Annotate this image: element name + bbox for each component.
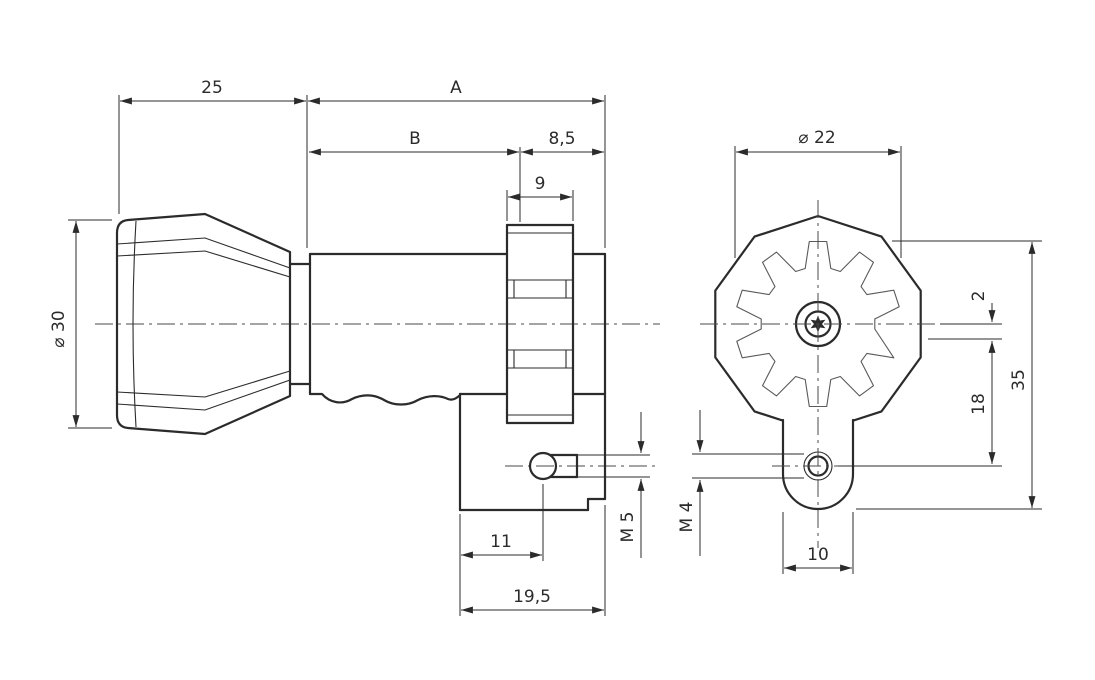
dimension-dia-30: ⌀ 30: [49, 219, 112, 429]
dimension-8-5: 8,5: [521, 129, 604, 156]
dim-label-b: B: [409, 129, 421, 149]
dim-label-m4: M 4: [677, 502, 697, 533]
dimension-11: 11: [459, 484, 544, 616]
knob-outline: [115, 212, 292, 436]
dimension-10: 10: [782, 512, 854, 574]
front-view: ⌀ 22 2 18 35 M 4: [677, 128, 1042, 574]
bracket-hole-m5: [528, 451, 579, 481]
dimension-m4: M 4: [677, 410, 804, 556]
dimension-A: A: [308, 78, 606, 248]
dim-label-11: 11: [490, 532, 512, 552]
dim-label-dia-30: ⌀ 30: [49, 310, 69, 347]
dim-label-dia-22: ⌀ 22: [798, 128, 835, 148]
gear-front-view: [736, 240, 900, 408]
dimension-25: 25: [118, 78, 308, 248]
body-outline: [308, 252, 607, 512]
dim-label-m5: M 5: [618, 512, 638, 543]
shaft-neck: [288, 252, 312, 396]
dim-label-9: 9: [535, 174, 546, 194]
dimension-19-5: 19,5: [461, 505, 606, 616]
dim-label-25: 25: [201, 78, 223, 98]
dimension-2: 2: [928, 291, 1002, 340]
dim-label-a: A: [450, 78, 462, 98]
dim-label-35: 35: [1009, 369, 1029, 391]
dimension-dia-22: ⌀ 22: [734, 128, 902, 258]
dimension-B: B: [309, 129, 521, 222]
dim-label-2: 2: [969, 291, 989, 302]
dim-label-19-5: 19,5: [513, 587, 551, 607]
dimension-35: 35: [856, 240, 1042, 510]
dimension-m5: M 5: [577, 412, 650, 558]
dimension-9: 9: [506, 174, 574, 221]
gear-side-view: [505, 223, 575, 425]
dim-label-10: 10: [807, 545, 829, 565]
side-view: 25 A B 8,5 9 ⌀ 30: [49, 78, 660, 616]
dim-label-8-5: 8,5: [548, 129, 575, 149]
dim-label-18: 18: [969, 393, 989, 415]
dimension-18: 18: [838, 341, 1002, 467]
